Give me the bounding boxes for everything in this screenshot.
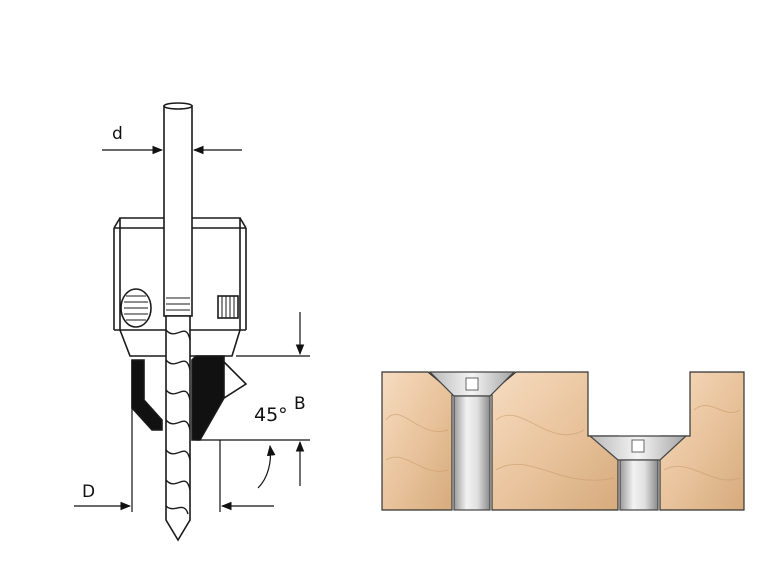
cutter-blade-right xyxy=(191,355,225,441)
drill-shank-top xyxy=(163,102,193,110)
angle-arc-arrow xyxy=(257,444,276,489)
drill-shank xyxy=(163,105,193,317)
set-screw-right xyxy=(217,295,239,319)
wood-section xyxy=(381,371,745,511)
dimension-lines xyxy=(74,145,310,512)
label-angle: 45° xyxy=(254,404,288,426)
screw-2-shank xyxy=(619,459,659,511)
wood-block-right xyxy=(659,371,745,511)
collar-sides xyxy=(113,228,247,330)
label-D: D xyxy=(82,482,96,502)
drill-flutes xyxy=(165,329,191,515)
shank-thread xyxy=(166,297,190,311)
wood-block xyxy=(381,371,453,511)
set-screw-right-thread xyxy=(221,296,235,318)
screw-2-slot xyxy=(631,439,645,453)
countersink-tool xyxy=(113,102,248,542)
cutter-blade-left xyxy=(131,359,163,431)
screw-1-slot xyxy=(465,377,479,391)
drill-twist xyxy=(165,315,191,542)
cutter-chamfer-edge xyxy=(223,360,248,400)
label-d: d xyxy=(112,124,123,144)
label-B: B xyxy=(294,394,306,414)
screw-1-shank xyxy=(453,395,491,511)
wood-grain xyxy=(385,405,741,481)
set-screw-left-knurl xyxy=(124,295,148,321)
collar-top-bevel xyxy=(113,217,247,229)
